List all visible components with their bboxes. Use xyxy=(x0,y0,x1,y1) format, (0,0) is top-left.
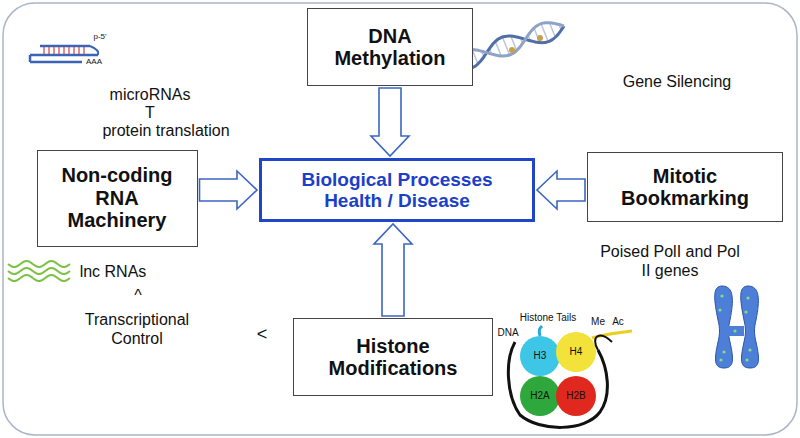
annotation-label: H2B xyxy=(566,390,585,402)
annotation-label: < xyxy=(257,324,268,345)
annotation-label: Me xyxy=(591,316,605,328)
block-arrow xyxy=(374,224,412,316)
annotation-label: Poised PolI and Pol II genes xyxy=(600,243,740,281)
nucleosome-figure xyxy=(508,326,632,427)
annotation-label: Ac xyxy=(612,316,624,328)
box-title: Mitotic Bookmarking xyxy=(600,165,770,210)
box-title: Non-coding RNA Machinery xyxy=(50,164,185,231)
box-title: Biological Processes Health / Disease xyxy=(277,169,517,212)
dna-methylation-box: DNA Methylation xyxy=(307,8,473,86)
box-title: Histone Modifications xyxy=(308,335,478,380)
annotation-label: Transcriptional Control xyxy=(75,311,200,349)
annotation-label: H3 xyxy=(534,350,547,362)
annotation-label: DNA xyxy=(497,327,518,339)
annotation-label: microRNAs xyxy=(110,86,191,105)
annotation-label: p-5' xyxy=(93,32,106,41)
annotation-label: ^ xyxy=(134,287,142,306)
annotation-label: protein translation xyxy=(102,122,229,141)
block-arrow xyxy=(537,171,585,209)
block-arrow xyxy=(371,88,409,156)
annotation-label: AAA xyxy=(86,57,102,66)
annotation-label: T xyxy=(145,104,155,123)
central-process-box: Biological Processes Health / Disease xyxy=(259,158,535,222)
ncrna-box: Non-coding RNA Machinery xyxy=(37,150,198,247)
bookmarking-box: Mitotic Bookmarking xyxy=(587,152,783,222)
box-title: DNA Methylation xyxy=(320,25,460,70)
block-arrow xyxy=(200,171,258,209)
lnc-rna-waves xyxy=(8,261,70,281)
annotation-label: lnc RNAs xyxy=(80,263,147,282)
annotation-label: H2A xyxy=(530,390,549,402)
histone-box: Histone Modifications xyxy=(293,318,493,396)
annotation-label: Gene Silencing xyxy=(623,73,732,92)
outer-frame xyxy=(3,3,797,435)
annotation-label: H4 xyxy=(570,346,583,358)
chromosome-figure xyxy=(715,286,759,368)
annotation-label: Histone Tails xyxy=(520,312,577,324)
